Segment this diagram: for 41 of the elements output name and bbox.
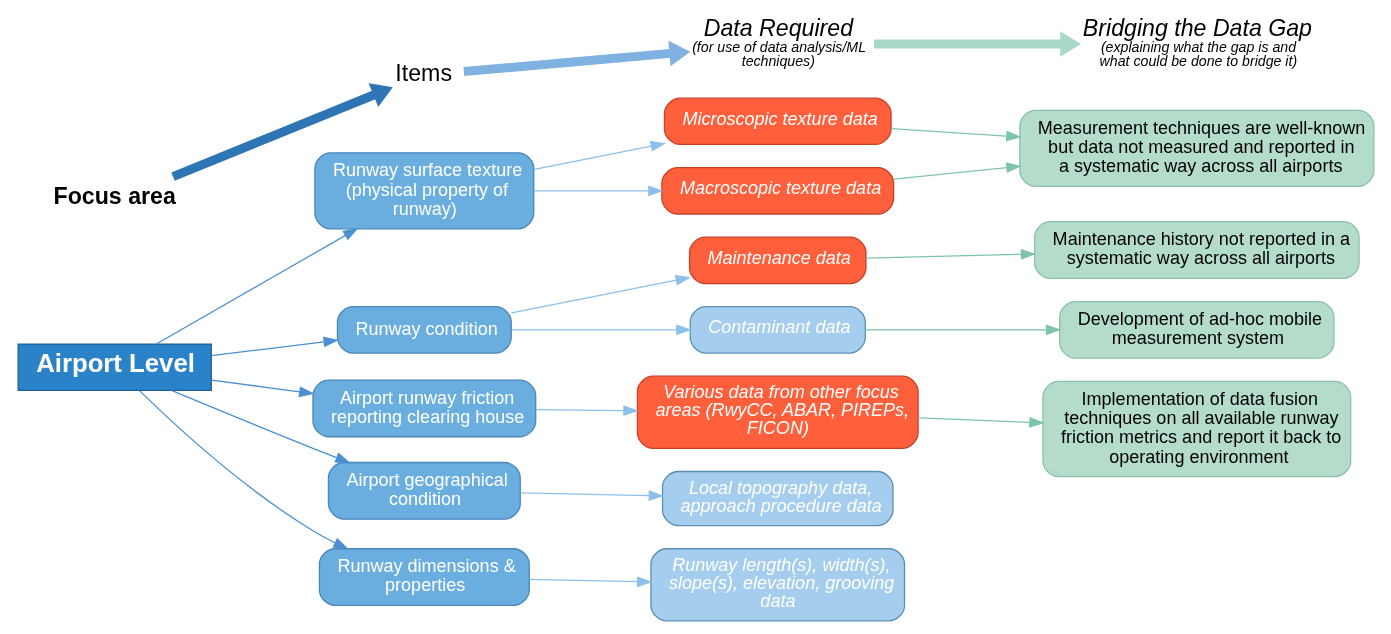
- node-box: Macroscopic texture data: [660, 167, 894, 215]
- arrow: [462, 40, 690, 77]
- node-box: Development of ad-hoc mobile measurement system: [1058, 300, 1335, 359]
- arrow: [155, 227, 358, 345]
- arrow: [210, 336, 339, 357]
- node-text: Focus area: [53, 183, 176, 210]
- node-box: Airport runway friction reporting clearing house: [311, 379, 536, 438]
- arrow: [519, 490, 664, 502]
- arrow: [138, 390, 349, 550]
- arrow: [892, 162, 1022, 180]
- arrow: [890, 127, 1022, 142]
- arrow: [510, 324, 692, 336]
- node-box: Various data from other focus areas (RwyCC, ABAR, PIREPs, FICON): [636, 375, 919, 449]
- node-box: Airport geographical condition: [327, 461, 521, 520]
- arrow: [917, 416, 1045, 428]
- node-box: Airport Level: [17, 343, 212, 392]
- node-box: Local topography data, approach procedure data: [661, 470, 894, 527]
- node-box: Implementation of data fusion techniques on all available runway friction metrics and report it back to operating environment: [1041, 380, 1351, 478]
- node-box: Runway surface texture (physical property of runway): [313, 152, 534, 230]
- node-box: Runway condition: [336, 306, 512, 354]
- arrow: [510, 275, 691, 314]
- node-box: Runway length(s), width(s), slope(s), elevation, grooving data: [649, 548, 905, 622]
- node-text: Items: [394, 59, 452, 86]
- arrow: [528, 576, 652, 588]
- node-box: Microscopic texture data: [663, 97, 892, 146]
- node-box: Maintenance history not reported in a systematic way across all airports: [1033, 221, 1360, 280]
- arrow: [170, 389, 351, 464]
- node-box: Contaminant data: [689, 306, 866, 354]
- node-box: Maintenance data: [688, 236, 867, 285]
- arrow: [535, 405, 639, 416]
- node-text: Bridging the Data Gap (explaining what the gap is and what could be done to bridge it): [1082, 14, 1312, 69]
- arrow: [533, 185, 664, 197]
- node-box: Measurement techniques are well-known but data not measured and reported in a systematic way across all airports: [1018, 109, 1374, 187]
- node-box: Runway dimensions & properties: [318, 548, 530, 607]
- arrow: [210, 379, 315, 398]
- arrow: [533, 140, 666, 170]
- node-text: Data Required (for use of data analysis/ML techniques): [691, 14, 866, 69]
- arrow: [873, 31, 1081, 57]
- arrow: [170, 83, 393, 181]
- arrow: [865, 248, 1036, 260]
- arrow: [864, 324, 1061, 336]
